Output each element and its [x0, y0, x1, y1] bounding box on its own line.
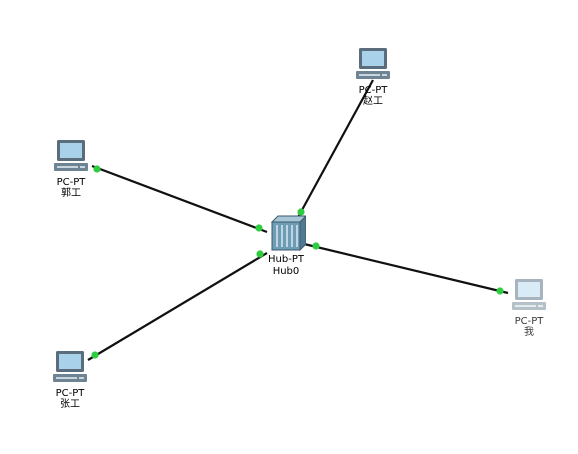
device-type-label: PC-PT — [358, 85, 388, 96]
device-name-label: 郭工 — [61, 188, 81, 199]
device-name-label: 赵工 — [363, 96, 383, 107]
port-light-hub-bottom — [256, 250, 264, 258]
device-pc-zhang[interactable]: PC-PT 张工 — [30, 347, 110, 410]
computer-icon — [31, 136, 111, 178]
device-pc-guo[interactable]: PC-PT 郭工 — [31, 136, 111, 199]
port-light-hub-top — [297, 208, 305, 216]
device-name-label: 张工 — [60, 399, 80, 410]
computer-icon — [489, 275, 569, 317]
port-light-hub-right — [312, 242, 320, 250]
computer-icon — [333, 44, 413, 86]
computer-icon — [30, 347, 110, 389]
link-pc-top-hub[interactable] — [295, 79, 374, 222]
port-light-pc-right — [496, 287, 504, 295]
device-pc-zhao[interactable]: PC-PT 赵工 — [333, 44, 413, 107]
device-type-label: Hub-PT — [268, 254, 304, 265]
device-name-label: Hub0 — [272, 266, 300, 277]
link-pc-right-hub[interactable] — [299, 241, 509, 295]
device-type-label: PC-PT — [514, 316, 544, 327]
device-hub0[interactable]: Hub-PT Hub0 — [246, 210, 326, 277]
port-light-pc-bottom — [91, 351, 99, 359]
device-name-label: 我 — [524, 327, 534, 338]
device-type-label: PC-PT — [56, 177, 86, 188]
device-pc-wo[interactable]: PC-PT 我 — [489, 275, 569, 338]
port-light-pc-left — [93, 165, 101, 173]
link-pc-left-hub[interactable] — [91, 164, 268, 234]
link-pc-bottom-hub[interactable] — [87, 252, 268, 361]
hub-icon — [246, 210, 326, 252]
port-light-hub-left — [255, 224, 263, 232]
device-type-label: PC-PT — [55, 388, 85, 399]
